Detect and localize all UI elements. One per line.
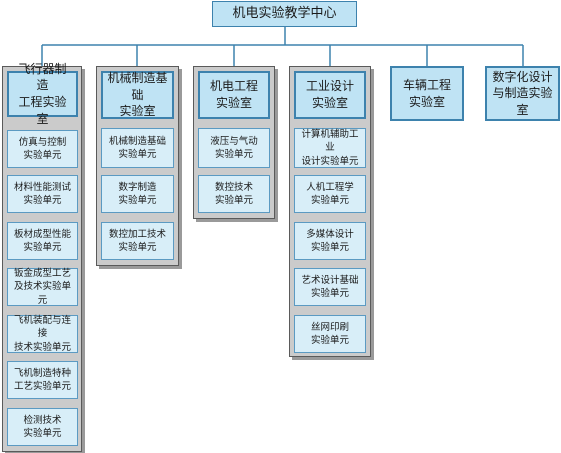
- root-node: 机电实验教学中心: [212, 1, 357, 27]
- unit-label: 液压与气动 实验单元: [210, 135, 258, 160]
- unit-node-1-0: 机械制造基础 实验单元: [101, 128, 174, 168]
- unit-node-0-3: 钣金成型工艺 及技术实验单元: [7, 268, 78, 306]
- unit-node-2-1: 数控技术 实验单元: [198, 175, 270, 213]
- root-label: 机电实验教学中心: [232, 6, 337, 22]
- dept-node-2: 机电工程 实验室: [198, 71, 270, 119]
- unit-label: 飞机制造特种 工艺实验单元: [13, 367, 71, 392]
- dept-label: 车辆工程 实验室: [402, 77, 451, 109]
- unit-label: 数字制造 实验单元: [118, 181, 157, 206]
- dept-label: 数字化设计 与制造实验室: [492, 69, 553, 117]
- dept-label: 机械制造基础 实验室: [107, 71, 168, 119]
- unit-label: 检测技术 实验单元: [23, 414, 62, 439]
- dept-node-0: 飞行器制造 工程实验室: [7, 62, 78, 126]
- dept-node-4: 车辆工程 实验室: [390, 66, 464, 121]
- dept-node-1: 机械制造基础 实验室: [101, 71, 174, 119]
- unit-node-1-1: 数字制造 实验单元: [101, 175, 174, 213]
- unit-node-3-1: 人机工程学 实验单元: [294, 175, 366, 213]
- unit-label: 多媒体设计 实验单元: [306, 228, 354, 253]
- unit-label: 人机工程学 实验单元: [306, 181, 354, 206]
- unit-label: 计算机辅助工业 设计实验单元: [301, 129, 359, 167]
- unit-label: 仿真与控制 实验单元: [18, 136, 67, 161]
- unit-node-3-4: 丝网印刷 实验单元: [294, 315, 366, 353]
- unit-node-2-0: 液压与气动 实验单元: [198, 128, 270, 168]
- unit-label: 材料性能测试 实验单元: [13, 181, 71, 206]
- unit-node-3-2: 多媒体设计 实验单元: [294, 222, 366, 260]
- unit-node-0-1: 材料性能测试 实验单元: [7, 175, 78, 213]
- dept-node-3: 工业设计 实验室: [294, 71, 366, 119]
- unit-node-0-2: 板材成型性能 实验单元: [7, 222, 78, 260]
- unit-node-0-0: 仿真与控制 实验单元: [7, 130, 78, 168]
- unit-label: 数控加工技术 实验单元: [108, 228, 166, 253]
- unit-node-0-5: 飞机制造特种 工艺实验单元: [7, 361, 78, 399]
- dept-label: 飞行器制造 工程实验室: [18, 61, 67, 126]
- unit-node-3-0: 计算机辅助工业 设计实验单元: [294, 128, 366, 168]
- unit-node-1-2: 数控加工技术 实验单元: [101, 222, 174, 260]
- unit-label: 钣金成型工艺 及技术实验单元: [13, 268, 71, 306]
- unit-label: 数控技术 实验单元: [214, 181, 253, 206]
- dept-node-5: 数字化设计 与制造实验室: [485, 66, 560, 121]
- unit-label: 丝网印刷 实验单元: [310, 321, 349, 346]
- dept-label: 工业设计 实验室: [305, 79, 354, 110]
- dept-label: 机电工程 实验室: [209, 79, 258, 110]
- unit-node-0-4: 飞机装配与连接 技术实验单元: [7, 315, 78, 353]
- unit-node-0-6: 检测技术 实验单元: [7, 408, 78, 446]
- unit-label: 板材成型性能 实验单元: [13, 228, 71, 253]
- unit-label: 飞机装配与连接 技术实验单元: [13, 315, 71, 353]
- unit-label: 机械制造基础 实验单元: [108, 135, 166, 160]
- unit-node-3-3: 艺术设计基础 实验单元: [294, 268, 366, 306]
- unit-label: 艺术设计基础 实验单元: [301, 274, 359, 299]
